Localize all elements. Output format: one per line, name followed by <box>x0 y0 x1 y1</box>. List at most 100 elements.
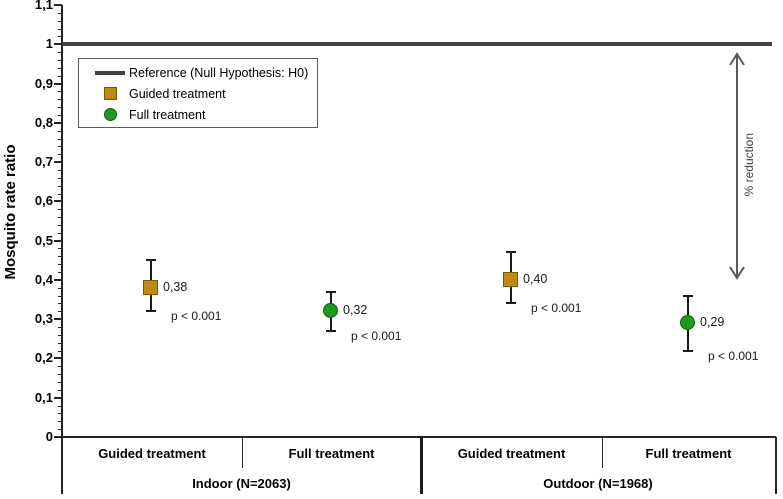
y-axis-minor-tick <box>58 334 62 336</box>
group-divider-thick <box>420 437 423 494</box>
y-axis-minor-tick <box>58 248 62 250</box>
y-axis-tick-label: 0 <box>45 429 53 444</box>
data-point-full-indoor <box>323 303 338 319</box>
y-axis-tick <box>54 43 62 46</box>
y-axis-tick-label: 0,9 <box>34 75 53 91</box>
y-axis-minor-tick <box>58 169 62 171</box>
legend-entry-full: Full treatment <box>79 104 317 125</box>
value-label: 0,38 <box>163 279 188 294</box>
y-axis-tick <box>54 278 62 281</box>
y-axis-tick <box>54 239 62 242</box>
x-axis-line <box>62 436 776 438</box>
y-axis-minor-tick <box>58 193 62 195</box>
y-axis-minor-tick <box>58 99 62 101</box>
reference-line <box>62 42 772 47</box>
y-axis-tick <box>54 357 62 360</box>
y-axis-minor-tick <box>58 130 62 132</box>
error-bar-cap-bottom <box>326 329 336 332</box>
y-axis-minor-tick <box>58 67 62 69</box>
y-axis-tick-label: 1 <box>45 36 53 52</box>
y-axis-minor-tick <box>58 185 62 187</box>
x-category-label: Full treatment <box>645 446 732 461</box>
error-bar-cap-bottom <box>506 302 516 305</box>
y-axis-minor-tick <box>58 138 62 140</box>
y-axis-tick-label: 0,3 <box>34 311 53 327</box>
y-axis-minor-tick <box>58 374 62 376</box>
x-category-label: Full treatment <box>288 446 375 461</box>
y-axis-minor-tick <box>58 114 62 116</box>
y-axis-minor-tick <box>58 224 62 226</box>
y-axis-minor-tick <box>58 327 62 329</box>
y-axis-tick-label: 1,1 <box>34 0 53 12</box>
x-group-label-indoor: Indoor (N=2063) <box>192 475 291 491</box>
y-axis-minor-tick <box>58 350 62 352</box>
value-label: 0,32 <box>343 303 368 318</box>
percent-reduction-arrow-icon <box>729 52 745 280</box>
y-axis-minor-tick <box>58 429 62 431</box>
category-divider <box>242 437 243 468</box>
y-axis-minor-tick <box>58 287 62 289</box>
y-axis-minor-tick <box>58 52 62 54</box>
error-bar-cap-top <box>326 290 336 293</box>
y-axis-tick <box>54 121 62 124</box>
legend-label: Guided treatment <box>129 86 226 101</box>
y-axis-tick-label: 0,5 <box>34 232 53 248</box>
y-axis-minor-tick <box>58 59 62 61</box>
y-axis-minor-tick <box>58 107 62 109</box>
y-axis-minor-tick <box>58 20 62 22</box>
y-axis-tick-label: 0,2 <box>34 350 53 366</box>
y-axis-tick-label: 0,8 <box>34 114 53 130</box>
x-category-label: Guided treatment <box>98 446 206 461</box>
y-axis-minor-tick <box>58 154 62 156</box>
error-bar-cap-top <box>506 251 516 254</box>
y-axis-tick-label: 0,1 <box>34 389 53 405</box>
legend-entry-reference: Reference (Null Hypothesis: H0) <box>79 62 317 83</box>
axis-right-edge <box>775 437 777 494</box>
p-value-label: p < 0.001 <box>531 301 582 316</box>
value-label: 0,29 <box>700 315 725 330</box>
y-axis-minor-tick <box>58 264 62 266</box>
y-axis-minor-tick <box>58 366 62 368</box>
full-circle-swatch-icon <box>103 108 117 121</box>
y-axis-minor-tick <box>58 217 62 219</box>
p-value-label: p < 0.001 <box>351 328 402 343</box>
y-axis-minor-tick <box>58 177 62 179</box>
y-axis-tick-label: 0,7 <box>34 154 53 170</box>
y-axis-minor-tick <box>58 421 62 423</box>
y-axis-tick <box>54 82 62 85</box>
legend-label: Reference (Null Hypothesis: H0) <box>129 65 309 80</box>
legend-entry-guided: Guided treatment <box>79 83 317 104</box>
y-axis-minor-tick <box>58 209 62 211</box>
guided-square-swatch-icon <box>103 87 117 100</box>
reference-line-swatch-icon <box>95 70 125 75</box>
error-bar-cap-top <box>683 294 693 297</box>
error-bar-cap-bottom <box>683 349 693 352</box>
y-axis-tick <box>54 318 62 321</box>
p-value-label: p < 0.001 <box>171 309 222 324</box>
x-category-label: Guided treatment <box>457 446 566 461</box>
percent-reduction-label: % reduction <box>742 133 756 197</box>
y-axis-tick <box>54 4 62 6</box>
y-axis-minor-tick <box>58 389 62 391</box>
p-value-label: p < 0.001 <box>708 348 759 363</box>
y-axis-tick <box>54 436 62 438</box>
y-axis-minor-tick <box>58 382 62 384</box>
data-point-full-outdoor <box>680 315 695 331</box>
y-axis-minor-tick <box>58 28 62 30</box>
y-axis-tick-label: 0,4 <box>34 271 53 287</box>
x-group-label-outdoor: Outdoor (N=1968) <box>543 475 653 491</box>
y-axis-tick <box>54 396 62 399</box>
data-point-guided-indoor <box>143 279 158 295</box>
y-axis-minor-tick <box>58 303 62 305</box>
y-axis-minor-tick <box>58 311 62 313</box>
y-axis-minor-tick <box>58 342 62 344</box>
y-axis-minor-tick <box>58 295 62 297</box>
y-axis-tick-label: 0,6 <box>34 193 53 209</box>
category-divider <box>602 437 603 468</box>
y-axis-minor-tick <box>58 232 62 234</box>
y-axis-minor-tick <box>58 75 62 77</box>
error-bar-cap-bottom <box>146 310 156 313</box>
data-point-guided-outdoor <box>503 271 518 287</box>
value-label: 0,40 <box>523 271 548 286</box>
